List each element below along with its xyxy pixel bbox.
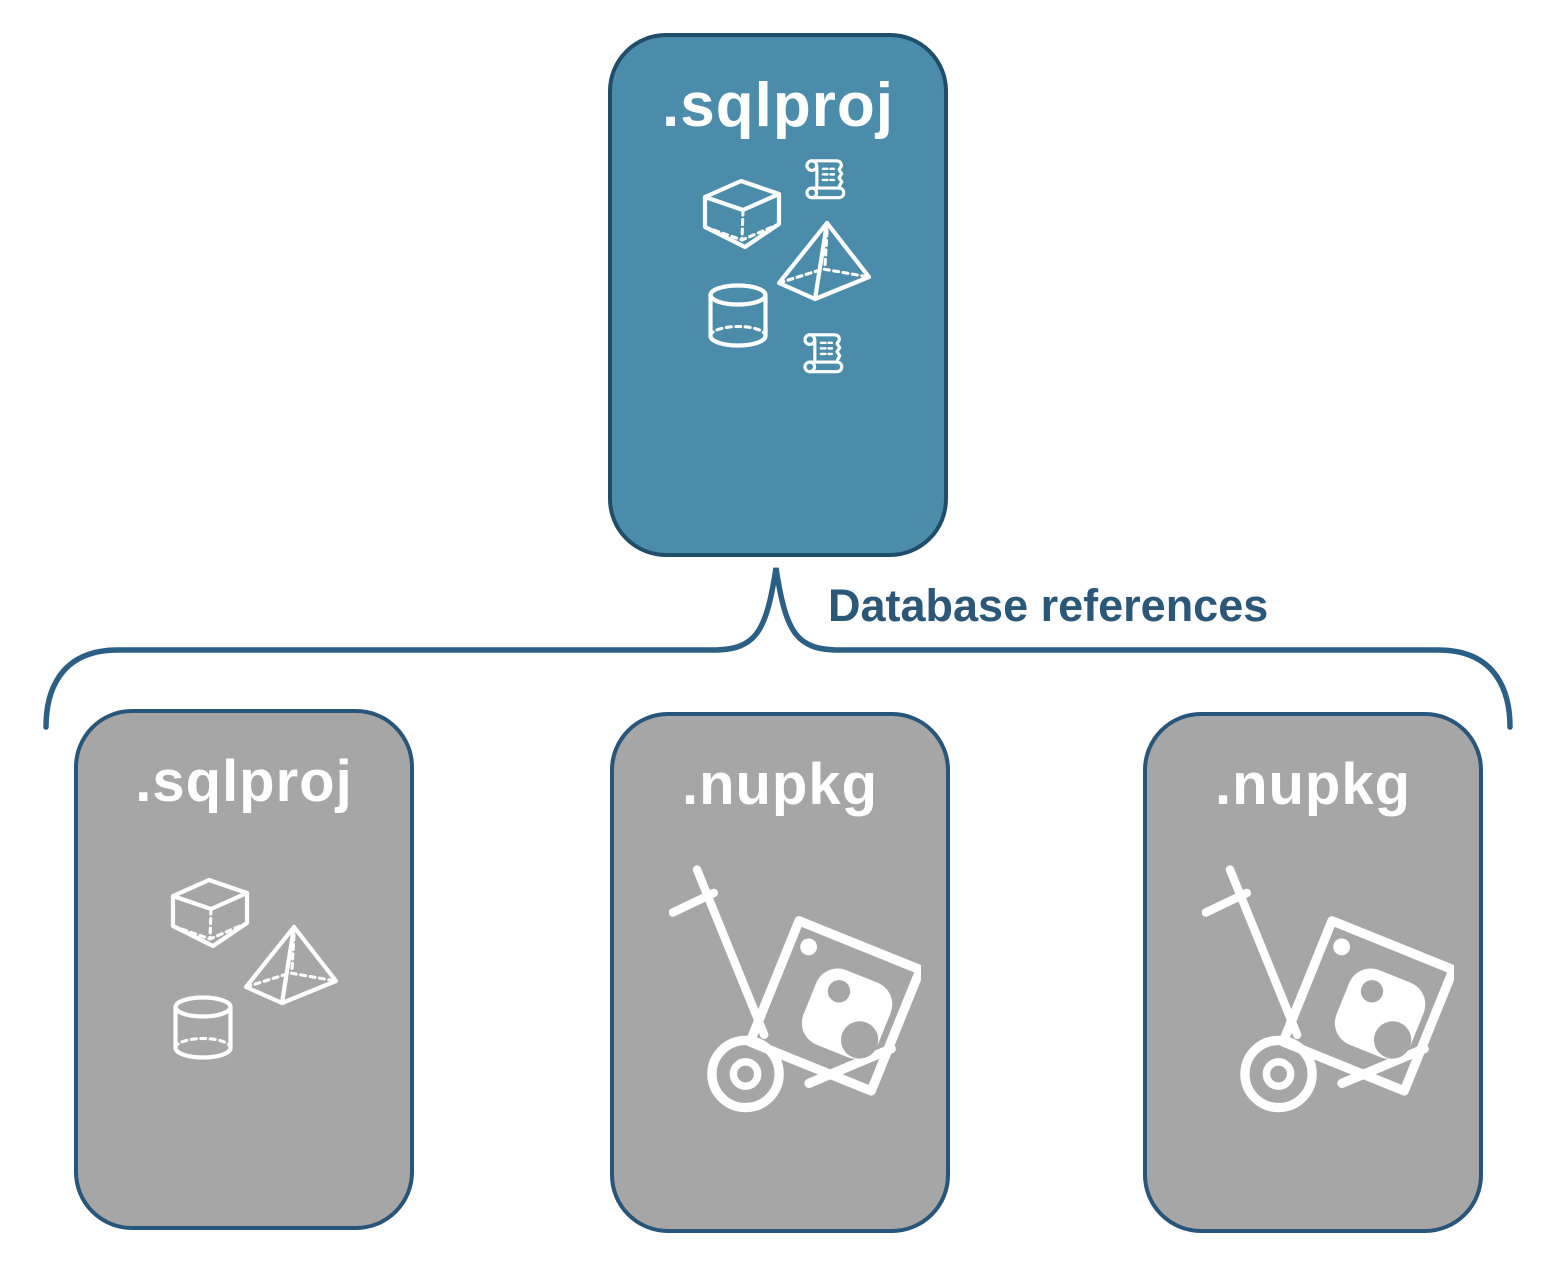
nuget-handtruck-icon bbox=[669, 864, 921, 1130]
cube-icon bbox=[701, 177, 785, 253]
node-child-nupkg-2: .nupkg bbox=[1143, 712, 1483, 1233]
node-title: .sqlproj bbox=[135, 749, 353, 814]
nuget-handtruck-icon bbox=[1202, 864, 1454, 1130]
connector-label: Database references bbox=[828, 580, 1269, 631]
scroll-icon bbox=[799, 329, 851, 377]
cylinder-icon bbox=[706, 283, 770, 353]
scroll-icon bbox=[801, 155, 853, 203]
pyramid-icon bbox=[775, 219, 873, 303]
node-title: .nupkg bbox=[681, 752, 879, 817]
node-title: .nupkg bbox=[1214, 752, 1412, 817]
node-child-sqlproj: .sqlproj bbox=[74, 709, 414, 1230]
pyramid-icon bbox=[242, 923, 340, 1007]
node-root-sqlproj: .sqlproj bbox=[608, 33, 948, 557]
node-child-nupkg-1: .nupkg bbox=[610, 712, 950, 1233]
cube-icon bbox=[169, 876, 253, 952]
node-title: .sqlproj bbox=[662, 71, 894, 140]
cylinder-icon bbox=[171, 995, 235, 1065]
